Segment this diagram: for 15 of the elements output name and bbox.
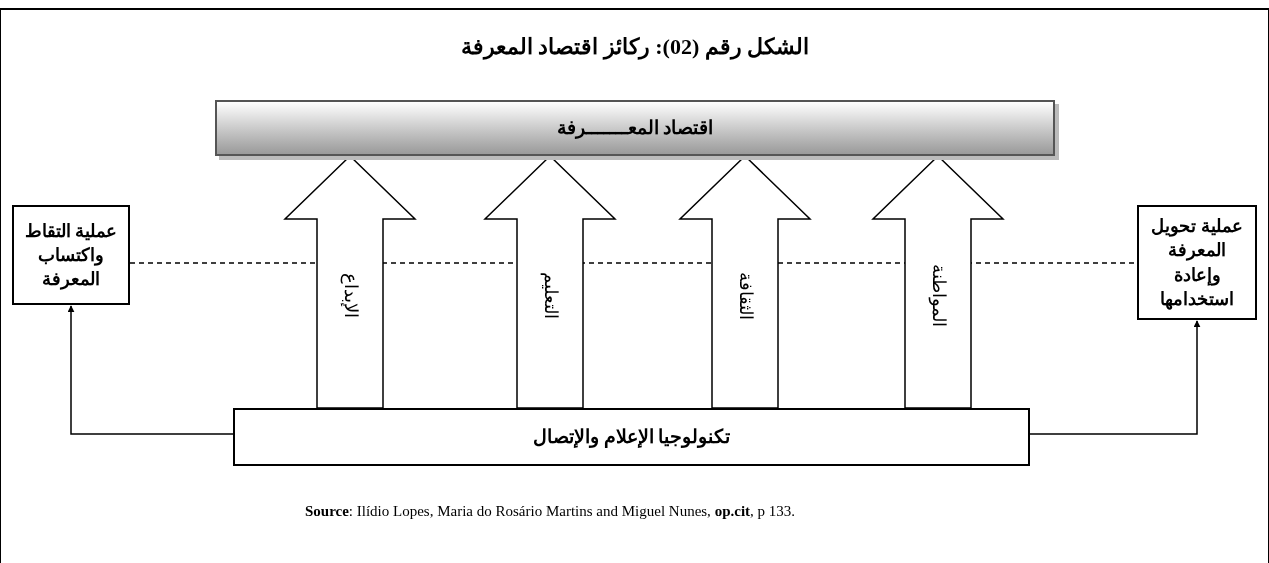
box-text: تكنولوجيا الإعلام والإتصال bbox=[532, 425, 731, 450]
arrow bbox=[67, 305, 234, 435]
process-box bbox=[1137, 205, 1257, 320]
edge-label: الثقافة bbox=[734, 271, 757, 319]
process-box bbox=[12, 205, 130, 305]
source-caption: Source: Ilídio Lopes, Maria do Rosário Martins and Miguel Nunes, op.cit, p 133. bbox=[303, 502, 797, 521]
arrow bbox=[1029, 320, 1201, 435]
title: الشكل رقم (02): ركائز اقتصاد المعرفة bbox=[459, 33, 811, 62]
edge-label: المواطنة bbox=[927, 263, 950, 327]
edge-label: التعليم bbox=[539, 271, 562, 319]
edge-label: الإبداع bbox=[339, 272, 362, 318]
box-text: عملية التقاط واكتساب المعرفة bbox=[23, 219, 119, 292]
banner-text: اقتصاد المعـــــــرفة bbox=[556, 115, 714, 141]
box-text: عملية تحويل المعرفة وإعادة استخدامها bbox=[1150, 214, 1244, 312]
base-bar bbox=[233, 408, 1030, 466]
